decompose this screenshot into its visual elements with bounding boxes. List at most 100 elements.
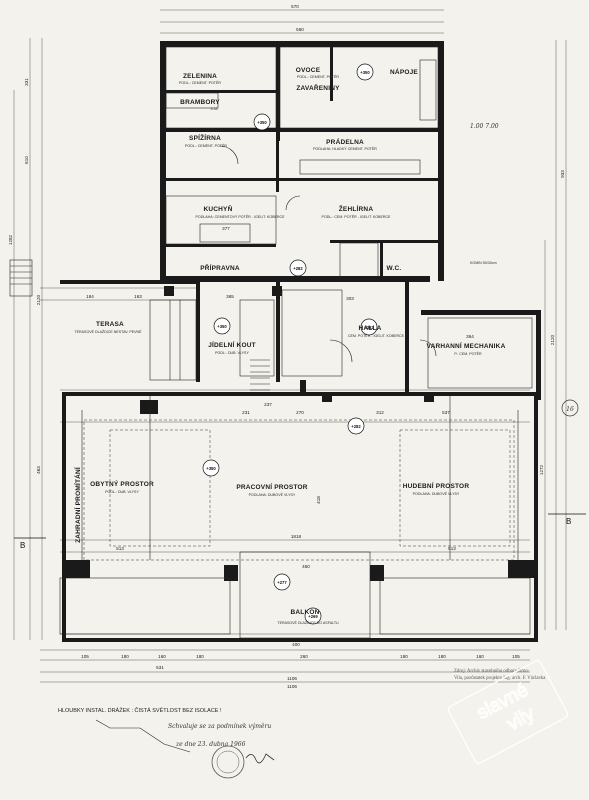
- room-hudebni: HUDEBNÍ PROSTOR: [403, 481, 470, 490]
- dimension-label: 513: [448, 546, 456, 551]
- elevation-label: +350: [360, 70, 370, 75]
- dimension-label: 1106: [287, 676, 297, 681]
- elevation-label: +282: [364, 325, 374, 330]
- dimension-label: 610: [24, 156, 29, 164]
- dimension-label: 537: [442, 410, 450, 415]
- room-terasa-floor: TERASOVÉ DLAŽDICE NESTAV. PEVNÉ: [74, 329, 142, 334]
- dimension-label: 1818: [291, 534, 302, 539]
- dimension-label: 180: [438, 654, 446, 659]
- room-pripravna: PŘÍPRAVNA: [200, 263, 240, 272]
- dimension-label: 400: [292, 642, 300, 647]
- dimension-label: 1272: [539, 464, 544, 475]
- page-number-circle: [561, 399, 579, 417]
- room-terasa: TERASA: [96, 321, 124, 328]
- room-obytny: OBYTNÝ PROSTOR: [90, 479, 154, 488]
- elevation-marker: [213, 317, 231, 335]
- room-hudebni-floor: PODLAHA: DUBOVÉ VLYSY: [413, 491, 460, 496]
- signature-date: ze dne 23. dubna 1966: [175, 741, 246, 748]
- elevation-marker: [253, 113, 271, 131]
- stairs: [250, 359, 270, 391]
- dimension-label: 570: [291, 4, 299, 9]
- elevation-markers: +350 +350 +282 +350 +282 +282 +350 +277 …: [202, 63, 378, 625]
- dimension-label: 160: [476, 654, 484, 659]
- dimension-label: 184: [86, 294, 94, 299]
- dimension-label: 2120: [36, 294, 41, 305]
- room-jidelni-floor: PODL.: DUB. VLYSY: [215, 351, 249, 355]
- annotation-curve: [95, 719, 191, 753]
- annotations: 1.00 7.00 KOMIN 50/30cm 16 HLOUBKY INSTA…: [58, 123, 579, 779]
- room-ovoce-floor: PODL.: CEMENT. POTĚR: [297, 74, 339, 79]
- elevation-marker: [289, 259, 307, 277]
- dimension-label: 365: [226, 294, 234, 299]
- dimension-label: 933: [560, 170, 565, 178]
- room-kuchyn: KUCHYŇ: [203, 204, 232, 213]
- room-zehlirna: ŽEHLÍRNA: [339, 204, 374, 213]
- room-spizirna-floor: PODL.: CEMENT. POTĚR: [185, 143, 227, 148]
- room-wc: W.C.: [387, 265, 402, 272]
- room-varhanni: VARHANNÍ MECHANIKA: [427, 341, 506, 350]
- dimension-label: 180: [196, 654, 204, 659]
- dimension-label: 560: [296, 27, 304, 32]
- elevation-marker: [360, 318, 378, 336]
- elevation-marker: [356, 63, 374, 81]
- elevation-label: +277: [277, 580, 287, 585]
- dimension-label: 463: [36, 466, 41, 474]
- dimension-label: 418: [316, 496, 321, 504]
- dimension-label: 260: [300, 654, 308, 659]
- dimension-label: 105: [512, 654, 520, 659]
- dimension-label: 1106: [287, 684, 297, 689]
- round-stamp-inner: [216, 750, 240, 774]
- dimension-label: 180: [400, 654, 408, 659]
- dimension-label: 105: [81, 654, 89, 659]
- dimension-label: 237: [264, 402, 272, 407]
- room-spizirna: SPÍŽÍRNA: [189, 133, 221, 142]
- elevation-label: +269: [308, 614, 318, 619]
- room-zelenina-floor: PODL.: CEMENT. POTĚR: [179, 80, 221, 85]
- watermark-frame: [447, 660, 569, 764]
- chimney-note: KOMIN 50/30cm: [470, 261, 497, 265]
- room-balkon-floor: TERASOVÉ DLAŽDICE DO ASFALTU: [277, 620, 339, 625]
- section-mark-left: B: [20, 541, 25, 550]
- dimension-label: 531: [156, 665, 164, 670]
- elevation-label: +282: [351, 424, 361, 429]
- elevation-label: +282: [293, 266, 303, 271]
- elevation-marker: [273, 573, 291, 591]
- room-kuchyn-floor: PODLAHA: CEMENTOVÝ POTĚR - IGELIT. KOBER…: [196, 214, 286, 219]
- pencil-note: 1.00 7.00: [470, 123, 499, 130]
- image-caption: Zdroj: Archiv stavebního odboru Brno- Vi…: [454, 669, 546, 681]
- section-mark-right: B: [566, 517, 571, 526]
- elevation-label: +350: [257, 120, 267, 125]
- room-pracovni-floor: PODLAHA: DUBOVÉ VLYSY: [249, 492, 296, 497]
- room-labels: ZELENINA PODL.: CEMENT. POTĚR OVOCE PODL…: [73, 67, 506, 625]
- elevation-marker: [347, 417, 365, 435]
- room-ovoce: OVOCE: [296, 67, 321, 74]
- room-zelenina: ZELENINA: [183, 73, 217, 80]
- dimension-label: 450: [302, 564, 310, 569]
- signature: [245, 753, 275, 764]
- room-pradelna-floor: PODLAHA: HLADKÝ CEMENT. POTĚR: [313, 146, 377, 151]
- walls: [60, 41, 541, 642]
- room-zahrada: ZAHRADNÍ PROMÍTÁNÍ: [73, 467, 82, 543]
- dimension-label: 1282: [8, 234, 13, 245]
- room-pracovni: PRACOVNÍ PROSTOR: [236, 482, 307, 491]
- entry-steps: [9, 259, 33, 297]
- room-zehlirna-floor: PODL.: CEM. POTĚR - IGELIT. KOBERCE: [322, 214, 391, 219]
- dimension-label: 2120: [550, 334, 555, 345]
- page-number: 16: [566, 406, 574, 413]
- dimension-label: 303: [346, 296, 354, 301]
- room-halla-floor: CEM. POTĚR - IGELIT. KOBERCE: [348, 333, 405, 338]
- room-varhanni-floor: P.: CEM. POTĚR: [454, 351, 482, 356]
- dimension-label: 312: [376, 410, 384, 415]
- approval-stamp-text: Schvaluje se za podmínek výměru: [168, 723, 271, 730]
- elevation-marker: [202, 459, 220, 477]
- dimension-label: 270: [296, 410, 304, 415]
- room-balkon: BALKON: [290, 609, 319, 616]
- elevation-marker: [304, 607, 322, 625]
- room-brambory: BRAMBORY: [180, 99, 220, 106]
- dimension-label: 163: [134, 294, 142, 299]
- dimension-labels: 570 560 1106 105 180 160 180 260 531 180…: [8, 4, 565, 689]
- insulation-note: HLOUBKY INSTAL. DRÁŽEK : ČISTÁ SVĚTLOST …: [58, 706, 222, 714]
- room-brambory-area: 3.33: [211, 107, 218, 111]
- room-halla: HALLA: [358, 325, 381, 332]
